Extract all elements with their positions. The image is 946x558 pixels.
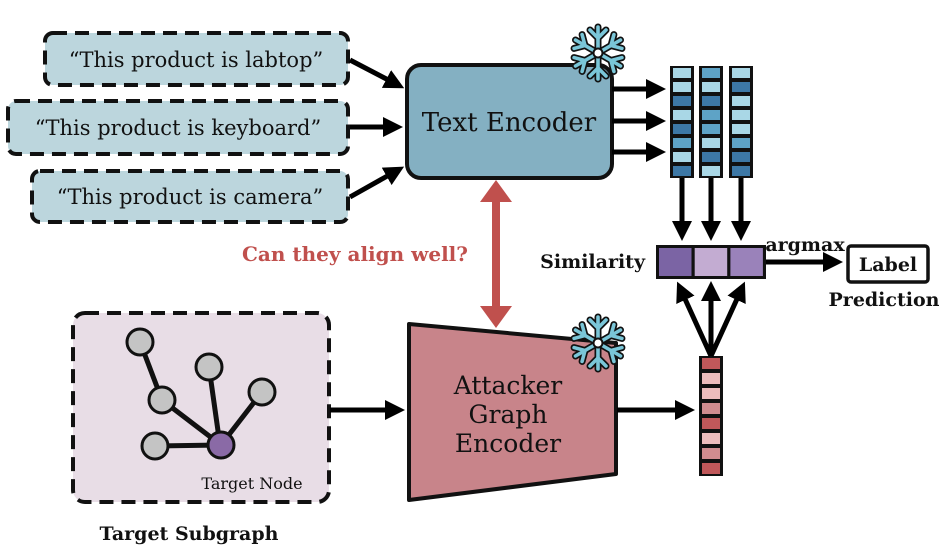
embedding-cell [702,373,720,384]
arrow-prompt3-to-encoder [348,166,405,200]
embedding-cell [732,68,750,78]
prompt-text-camera: “This product is camera” [57,185,324,209]
prediction-label: Prediction [829,289,940,311]
embedding-cell [702,166,720,176]
embedding-cell [732,166,750,176]
graph-embedding-vector [699,356,723,476]
embedding-cell [702,124,720,134]
embedding-cell [702,138,720,148]
argmax-label: argmax [765,234,845,256]
embedding-cell [673,124,691,134]
embedding-cell [702,358,720,369]
prompt-box-labtop: “This product is labtop” [43,31,350,87]
snowflake-icon [574,27,622,79]
embedding-cell [732,152,750,162]
text-embedding-2 [699,66,723,178]
label-prediction-box: Label [846,244,930,284]
similarity-cell [730,248,763,276]
arrow-graphvec-to-similarity-3 [708,281,746,358]
graph-node [247,377,277,407]
graph-node [140,431,170,461]
embedding-cell [732,138,750,148]
text-embedding-vectors [670,66,753,178]
embedding-cell [702,433,720,444]
similarity-cell [659,248,692,276]
graph-encoder-label-line2: Graph [469,400,548,429]
prompt-box-camera: “This product is camera” [30,169,350,224]
similarity-cell [694,248,728,276]
embedding-cell [673,68,691,78]
alignment-double-arrow [480,180,512,328]
text-embedding-3 [729,66,753,178]
embedding-cell [732,82,750,92]
embedding-cell [673,82,691,92]
embedding-cell [732,110,750,120]
label-box-text: Label [859,254,917,276]
similarity-label: Similarity [540,251,646,273]
embedding-cell [702,463,720,474]
embedding-cell [702,68,720,78]
subgraph-graph [125,327,277,461]
embedding-cell [702,110,720,120]
text-encoder-label: Text Encoder [422,108,597,138]
embedding-cell [732,124,750,134]
target-subgraph-box [71,311,331,504]
graph-node [194,352,224,382]
embedding-cell [673,166,691,176]
graph-node [147,385,177,415]
embedding-cell [702,388,720,399]
embedding-cell [702,152,720,162]
graph-encoder-label-line1: Attacker [453,371,563,400]
embedding-cell [673,152,691,162]
embedding-cell [702,82,720,92]
target-subgraph-caption: Target Subgraph [100,523,279,545]
embedding-cell [673,96,691,106]
embedding-cell [673,138,691,148]
similarity-vector [656,245,766,279]
graph-embedding [699,356,723,476]
embedding-cell [732,96,750,106]
prompt-text-labtop: “This product is labtop” [69,48,324,72]
embedding-cell [702,403,720,414]
text-encoder-block: Text Encoder [405,63,614,180]
attacker-graph-encoder-block: Attacker Graph Encoder [407,322,618,502]
embedding-cell [673,110,691,120]
text-embedding-1 [670,66,694,178]
embedding-cell [702,96,720,106]
embedding-cell [702,418,720,429]
prompt-text-keyboard: “This product is keyboard” [35,116,321,140]
embedding-cell [702,448,720,459]
alignment-question: Can they align well? [242,242,468,266]
target-node [206,430,236,460]
graph-node [125,327,155,357]
target-node-label: Target Node [201,474,302,493]
arrow-graphvec-to-similarity-1 [676,281,714,358]
arrow-prompt1-to-encoder [348,57,405,89]
graph-encoder-label-line3: Encoder [455,429,561,458]
prompt-box-keyboard: “This product is keyboard” [6,99,350,156]
